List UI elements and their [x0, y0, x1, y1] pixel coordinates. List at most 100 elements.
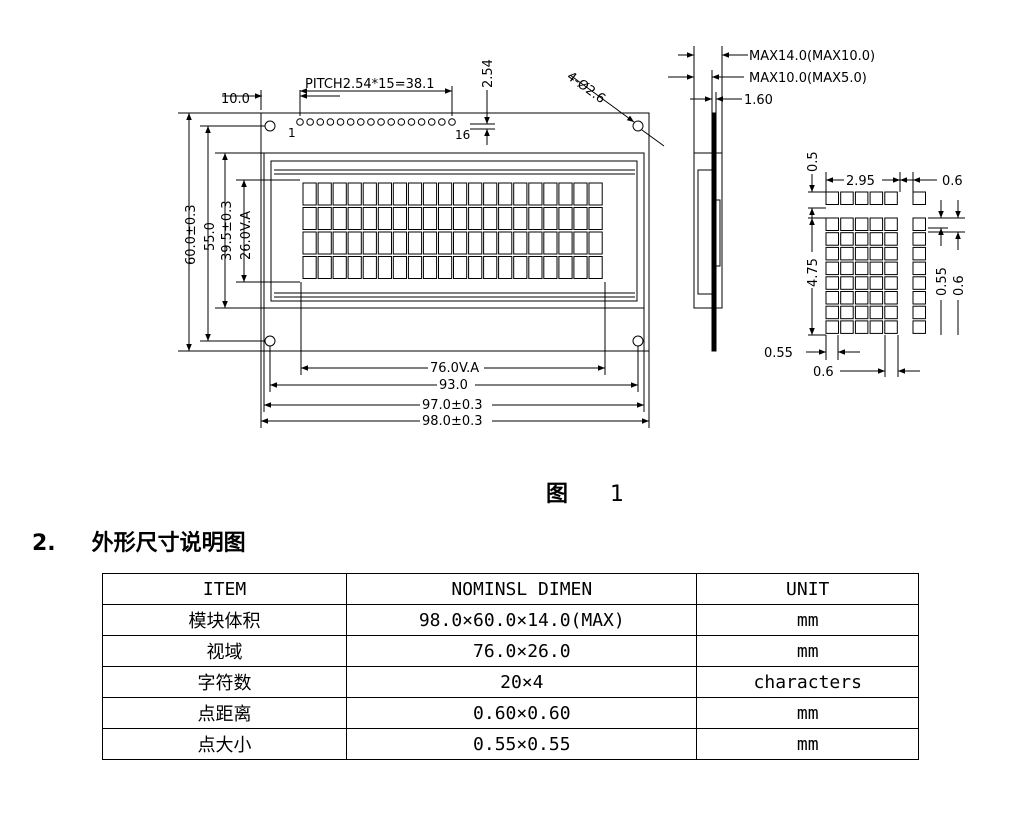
char-cell	[528, 182, 543, 206]
dot	[840, 217, 854, 231]
char-cell	[453, 207, 468, 230]
dot	[869, 291, 884, 305]
mount-hole-tl	[264, 120, 276, 132]
dim-dot-pitch-h: 0.6	[813, 365, 834, 380]
table-row: 点大小 0.55×0.55 mm	[101, 728, 919, 760]
dim-width-va: 76.0V.A	[430, 361, 479, 376]
pin-16-label: 16	[455, 128, 470, 142]
char-cell	[362, 231, 377, 255]
char-cell	[588, 256, 603, 279]
section-number: 2.	[32, 531, 56, 556]
char-cell	[377, 207, 392, 230]
dot	[869, 276, 884, 290]
dot	[840, 291, 854, 305]
dot	[884, 246, 898, 261]
char-cell	[407, 231, 423, 255]
dot	[854, 191, 869, 205]
dot	[869, 232, 884, 246]
dot	[840, 191, 854, 205]
dim-char-width: 2.95	[846, 174, 875, 189]
dot	[912, 191, 926, 205]
dot	[840, 232, 854, 246]
char-cell	[302, 207, 317, 230]
dim-pitch: PITCH2.54*15=38.1	[305, 77, 435, 92]
dim-height-va: 26.0V.A	[239, 211, 254, 260]
figure-number: 1	[610, 482, 625, 507]
dot	[912, 246, 926, 261]
spec-table: ITEM NOMINSL DIMEN UNIT 模块体积 98.0×60.0×1…	[101, 573, 919, 760]
dot	[912, 291, 926, 305]
dim-pin-height: 2.54	[481, 59, 496, 88]
char-cell	[302, 182, 317, 206]
pin	[357, 118, 365, 126]
dot	[854, 305, 869, 320]
char-cell	[588, 182, 603, 206]
pin	[306, 118, 314, 126]
table-row: 点距离 0.60×0.60 mm	[101, 697, 919, 729]
dot	[869, 305, 884, 320]
table-cell: 字符数	[101, 666, 348, 698]
char-cell	[332, 182, 347, 206]
pin-header	[296, 118, 456, 126]
dim-hole: 4-Ø2.6	[564, 69, 608, 107]
pin	[346, 118, 355, 126]
dim-dot-pitch-v: 0.6	[952, 275, 967, 296]
char-cell	[573, 256, 588, 279]
char-cell	[498, 207, 513, 230]
char-cell	[332, 231, 347, 255]
char-cell	[407, 256, 423, 279]
bezel-outline	[263, 152, 645, 309]
dim-pcb-thick: 1.60	[744, 93, 773, 108]
module-outline	[260, 112, 650, 352]
char-cell	[407, 182, 423, 206]
char-cell	[438, 182, 453, 206]
char-cell	[392, 231, 407, 255]
dot	[840, 276, 854, 290]
char-cell	[543, 256, 558, 279]
char-cell	[588, 207, 603, 230]
dot	[884, 217, 898, 231]
section-title: 外形尺寸说明图	[91, 531, 246, 556]
char-cell	[422, 182, 438, 206]
dim-dot-size-h: 0.55	[764, 346, 793, 361]
dot	[854, 291, 869, 305]
dot	[825, 261, 839, 276]
char-top-row	[825, 191, 898, 205]
char-cell	[302, 231, 317, 255]
dot	[884, 191, 898, 205]
dot	[912, 261, 926, 276]
table-header-row: ITEM NOMINSL DIMEN UNIT	[101, 573, 919, 605]
dot	[884, 305, 898, 320]
char-cell	[407, 207, 423, 230]
dim-max-thick-2: MAX10.0(MAX5.0)	[749, 71, 867, 86]
dot	[854, 320, 869, 334]
char-cell	[347, 231, 362, 255]
char-cell	[558, 256, 573, 279]
char-cell	[498, 182, 513, 206]
char-cell	[377, 231, 392, 255]
char-cell	[438, 207, 453, 230]
dot	[912, 305, 926, 320]
dot	[884, 276, 898, 290]
char-adjacent-column	[912, 191, 926, 334]
char-cell	[332, 207, 347, 230]
char-cell	[317, 256, 332, 279]
char-cell	[302, 256, 317, 279]
dim-height-total: 60.0±0.3	[184, 204, 199, 265]
dot	[869, 320, 884, 334]
pin	[427, 118, 436, 126]
lcd-dimension-drawing: 10.0 PITCH2.54*15=38.1 1 16 2.54 4-Ø2.6 …	[178, 46, 967, 429]
dim-height-55: 55.0	[203, 222, 218, 251]
dot	[825, 217, 839, 231]
char-cell	[573, 182, 588, 206]
dot	[825, 291, 839, 305]
front-view	[260, 112, 650, 352]
char-cell	[422, 231, 438, 255]
char-cell	[558, 182, 573, 206]
pin	[407, 118, 416, 126]
dot	[869, 261, 884, 276]
char-cell	[317, 182, 332, 206]
table-row: 视域 76.0×26.0 mm	[101, 635, 919, 667]
char-cell	[543, 207, 558, 230]
